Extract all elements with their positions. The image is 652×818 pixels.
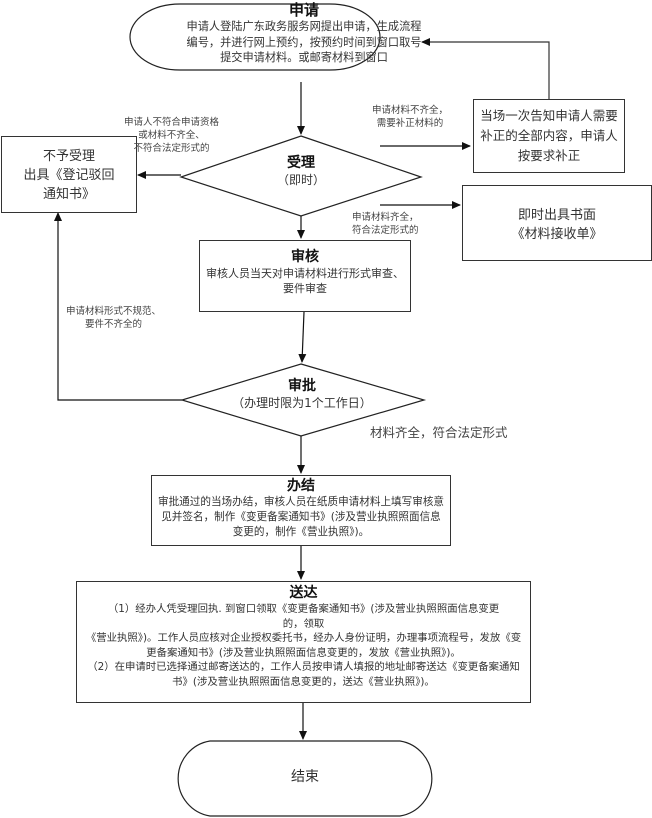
end-node: 结束 (172, 768, 438, 792)
end-terminator-shape (177, 740, 433, 817)
edge-label-complete: 申请材料齐全， 符合法定形式的 (352, 211, 419, 237)
receipt-line1: 即时出具书面 (517, 208, 596, 223)
reject-line2: 出具《登记驳回 (23, 168, 115, 183)
deliver-p1: （1）经办人凭受理回执. 到窗口领取《变更备案通知书》(涉及营业执照照面信息变更… (107, 603, 500, 630)
arrow-review-to-approve (298, 311, 307, 363)
edge-label-line: 或材料不齐全、 (138, 130, 205, 141)
edge-label-line: 申请材料齐全， (352, 212, 419, 223)
review-title: 审核 (291, 249, 319, 265)
edge-label-line: 符合法定形式的 (352, 225, 419, 236)
supplement-node: 当场一次告知申请人需要补正的全部内容，申请人按要求补正 (473, 99, 625, 173)
accept-node: 受理 （即时） (221, 155, 381, 199)
conclude-body: 审批通过的当场办结，审核人员在纸质申请材料上填写审核意见并签名，制作《变更备案通… (157, 496, 445, 538)
accept-title: 受理 (287, 155, 315, 171)
apply-terminator-shape (129, 3, 381, 71)
edge-label-line: 申请材料形式不规范、 (66, 306, 162, 317)
deliver-node: 送达 （1）经办人凭受理回执. 到窗口领取《变更备案通知书》(涉及营业执照照面信… (76, 581, 531, 703)
edge-label-compliant: 材料齐全，符合法定形式 (370, 425, 508, 440)
edge-label-line: 申请材料不齐全， (372, 105, 449, 116)
conclude-title: 办结 (287, 478, 315, 494)
edge-label-line: 要件不齐全的 (85, 319, 143, 330)
deliver-p3: （2）在申请时已选择通过邮寄送达的，工作人员按申请人填报的地址邮寄送达《变更备案… (87, 661, 520, 688)
conclude-node: 办结 审批通过的当场办结，审核人员在纸质申请材料上填写审核意见并签名，制作《变更… (151, 475, 451, 546)
apply-title: 申请 (288, 1, 319, 19)
arrow-approve-to-reject (54, 212, 182, 401)
reject-line1: 不予受理 (42, 149, 95, 164)
receipt-line2: 《材料接收单》 (511, 227, 603, 242)
approve-node: 审批 （办理时限为1个工作日） (202, 378, 402, 418)
edge-label-line: 需要补正材料的 (376, 118, 444, 129)
apply-node: 申请 申请人登陆广东政务服务网提出申请，生成流程编号，并进行网上预约，按预约时间… (178, 2, 430, 80)
approve-subtitle: （办理时限为1个工作日） (232, 396, 372, 410)
edge-label-line: 申请人不符合申请资格 (124, 117, 220, 128)
supplement-body: 当场一次告知申请人需要补正的全部内容，申请人按要求补正 (480, 108, 618, 163)
review-node: 审核 审核人员当天对申请材料进行形式审查、要件审查 (199, 240, 411, 312)
reject-line3: 通知书》 (42, 187, 95, 202)
edge-label-not-eligible: 申请人不符合申请资格 或材料不齐全、 不符合法定形式的 (124, 116, 219, 155)
edge-label-incomplete: 申请材料不齐全， 需要补正材料的 (372, 104, 448, 130)
arrow-supplement-to-apply (421, 38, 550, 99)
edge-label-irregular: 申请材料形式不规范、 要件不齐全的 (66, 305, 161, 331)
edge-label-line: 不符合法定形式的 (133, 143, 210, 154)
apply-body: 申请人登陆广东政务服务网提出申请，生成流程编号，并进行网上预约，按预约时间到窗口… (186, 20, 422, 64)
receipt-node: 即时出具书面 《材料接收单》 (462, 185, 652, 261)
deliver-title: 送达 (289, 585, 318, 601)
reject-node: 不予受理 出具《登记驳回 通知书》 (1, 136, 137, 213)
deliver-p2: 《营业执照》)。工作人员应核对企业授权委托书，经办人身份证明，办理事项流程号，发… (85, 632, 522, 659)
accept-subtitle: （即时） (276, 173, 325, 187)
end-title: 结束 (291, 769, 319, 785)
approve-title: 审批 (288, 378, 316, 394)
review-body: 审核人员当天对申请材料进行形式审查、要件审查 (206, 267, 404, 295)
